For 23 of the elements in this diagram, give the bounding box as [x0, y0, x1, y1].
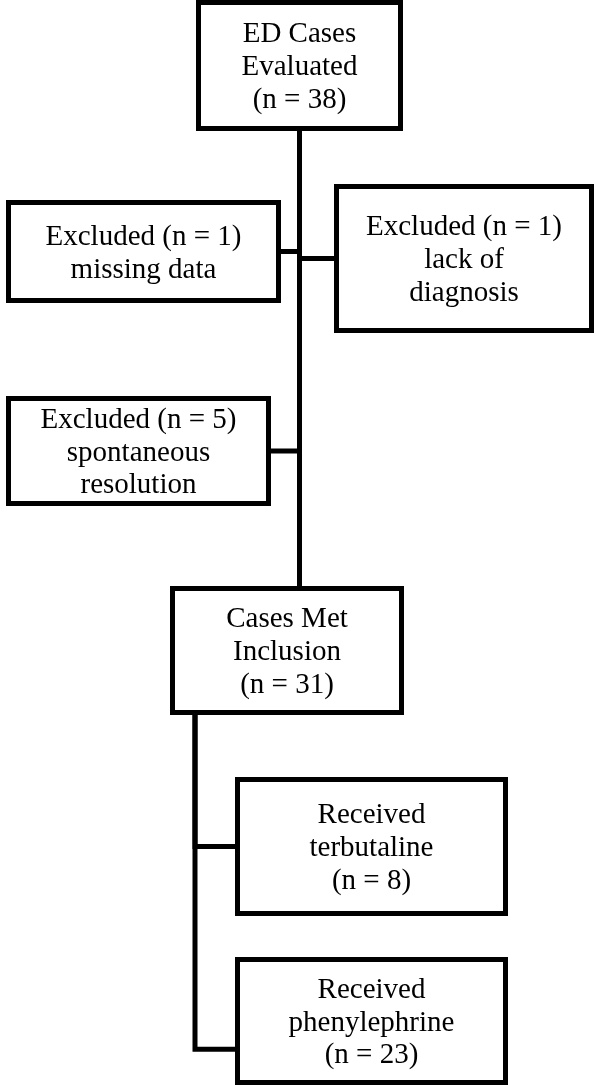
box-text: Received phenylephrine	[287, 971, 456, 1038]
box-text: Excluded (n = 1)	[45, 218, 242, 252]
process-box	[196, 0, 403, 131]
box-text: Excluded (n = 5)	[40, 401, 237, 435]
process-box	[235, 777, 508, 916]
box-text: missing data	[70, 251, 217, 285]
box-text: lack of diagnosis	[408, 242, 520, 308]
box-text: (n = 8)	[331, 862, 412, 896]
process-box	[334, 184, 594, 333]
box-text: Received terbutaline	[308, 797, 435, 863]
box-text: Cases Met Inclusion	[225, 601, 349, 667]
process-box	[6, 396, 271, 506]
process-box	[170, 586, 404, 715]
connector-line	[192, 715, 235, 1052]
box-text: Excluded (n = 1)	[366, 209, 562, 243]
box-text: (n = 23)	[324, 1037, 419, 1071]
box-text: (n = 31)	[240, 666, 334, 700]
process-box	[6, 200, 281, 303]
connector-line	[297, 131, 302, 586]
box-text: (n = 38)	[252, 81, 347, 115]
process-box	[235, 957, 508, 1085]
box-text: ED Cases Evaluated	[240, 16, 359, 82]
box-text: spontaneous resolution	[65, 434, 212, 501]
